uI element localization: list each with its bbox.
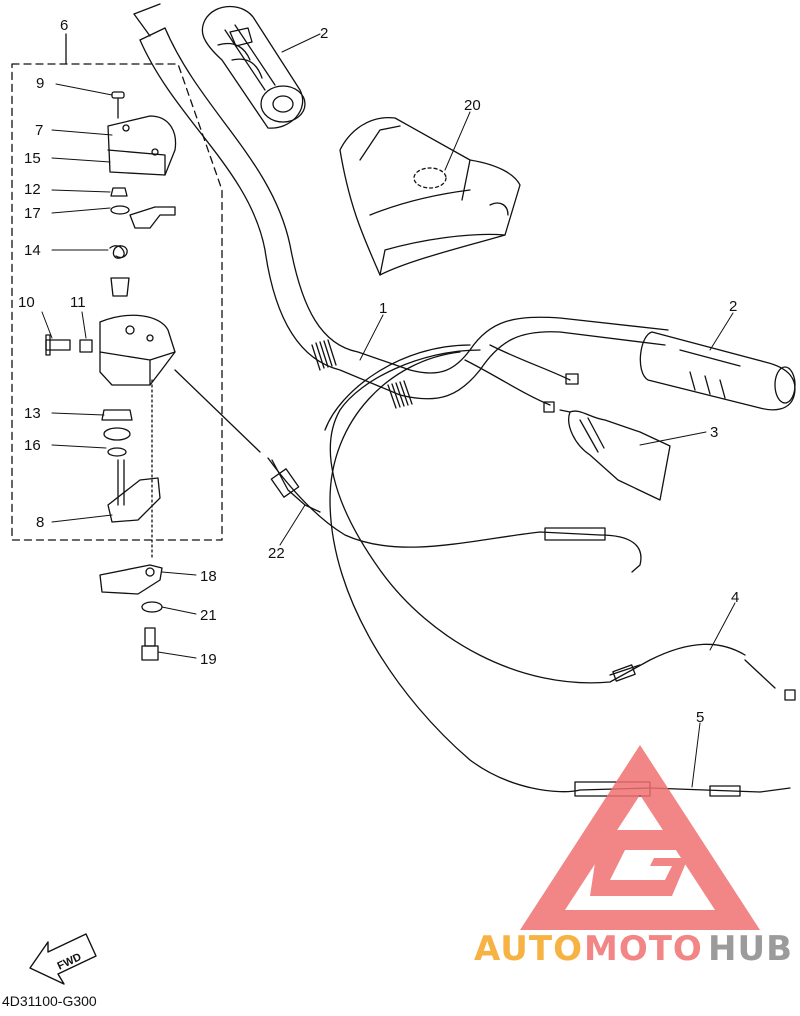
cables — [174, 344, 796, 797]
callout-7: 7 — [35, 122, 43, 139]
callout-15: 15 — [24, 150, 41, 167]
callout-17: 17 — [24, 205, 41, 222]
callout-11: 11 — [70, 294, 86, 311]
watermark-triangle-icon — [520, 745, 760, 930]
callout-21: 20 — [464, 97, 481, 114]
watermark-auto: AUTO — [474, 929, 583, 969]
callout-10: 10 — [18, 294, 35, 311]
callout-5: 5 — [696, 709, 704, 726]
leader-lines — [41, 33, 736, 788]
callout-6: 6 — [60, 17, 68, 34]
watermark-moto: MOTO — [584, 929, 703, 969]
callout-2b: 2 — [729, 298, 737, 315]
handlebar — [133, 3, 669, 409]
throttle-boot — [559, 409, 671, 501]
callout-1: 1 — [379, 300, 387, 317]
callout-9: 9 — [36, 75, 44, 92]
callout-16: 16 — [24, 437, 41, 454]
callout-8: 8 — [36, 514, 44, 531]
drawing-code: 4D31100-G300 — [2, 993, 97, 1009]
watermark-logo: AUTO MOTO HUB — [474, 745, 793, 969]
grip-left — [201, 6, 306, 129]
callout-19: 19 — [200, 651, 217, 668]
callout-labels: 2 20 1 2 3 4 5 6 7 8 9 10 11 12 13 14 15… — [18, 17, 739, 726]
callout-4: 4 — [731, 589, 739, 606]
grip-right — [639, 331, 796, 411]
watermark-hub: HUB — [708, 929, 793, 969]
callout-13: 13 — [24, 405, 41, 422]
callout-2a: 2 — [320, 25, 328, 42]
fwd-label: FWD — [56, 951, 84, 972]
callout-14: 14 — [24, 242, 41, 259]
watermark-g-icon — [590, 830, 688, 896]
callout-12: 12 — [24, 181, 41, 198]
callout-20: 21 — [200, 607, 217, 624]
callout-22: 22 — [268, 545, 285, 562]
handlebar-pad — [339, 116, 521, 276]
fwd-arrow-icon: FWD — [29, 933, 97, 985]
assembly-box — [11, 33, 223, 541]
callout-18: 18 — [200, 568, 217, 585]
callout-3: 3 — [710, 424, 718, 441]
throttle-assembly — [45, 91, 177, 661]
